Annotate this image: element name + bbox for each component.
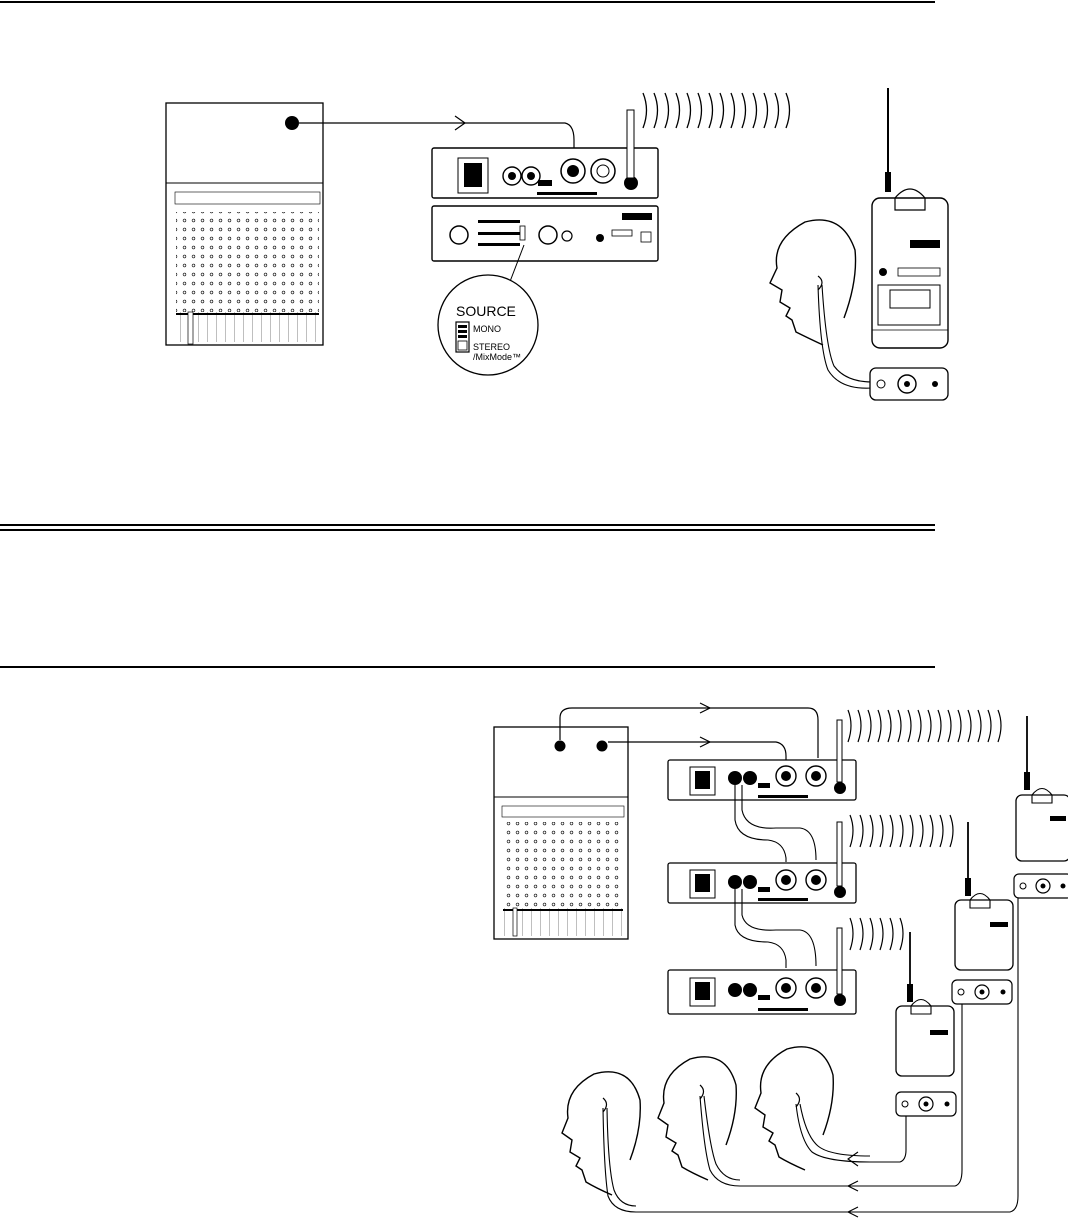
console-output-1 (555, 741, 566, 752)
transmitter-front-panel-top (432, 206, 658, 261)
transmitter-3 (668, 928, 856, 1014)
bodypack-receiver-1 (1016, 716, 1068, 861)
transmitter-2 (668, 822, 856, 903)
head-1 (562, 1072, 640, 1195)
console-output-2 (597, 741, 608, 752)
console-output-jack (285, 116, 299, 130)
source-option-mono: MONO (473, 324, 501, 334)
head-top (770, 220, 872, 388)
source-option-stereo: STEREO (473, 342, 510, 352)
cable-output-2 (608, 742, 786, 760)
radio-waves-3 (850, 918, 903, 950)
head-3 (755, 1047, 833, 1170)
earphone-amp-2 (952, 980, 1012, 1004)
source-option-mixmode: /MixMode™ (473, 352, 521, 362)
earphone-amp-1 (1014, 874, 1068, 898)
bodypack-receiver-top (872, 88, 948, 348)
mixing-console-bottom (494, 727, 628, 939)
mixing-console-top (166, 103, 323, 345)
earphone-amp-top (870, 368, 948, 400)
bodypack-receiver-3 (896, 932, 954, 1076)
earphone-cable-top (818, 285, 872, 388)
source-title: SOURCE (456, 303, 516, 319)
bodypack-receiver-2 (955, 822, 1013, 970)
radio-waves-2 (850, 815, 953, 847)
earphone-amp-3 (896, 1092, 956, 1116)
transmitter-1 (668, 720, 856, 800)
source-switch-callout: SOURCE MONO STEREO /MixMode™ (438, 275, 538, 375)
head-2 (658, 1057, 736, 1180)
radio-waves-1 (848, 710, 1001, 742)
earphone-cable-3 (796, 1104, 906, 1162)
radio-waves-top (643, 93, 790, 128)
